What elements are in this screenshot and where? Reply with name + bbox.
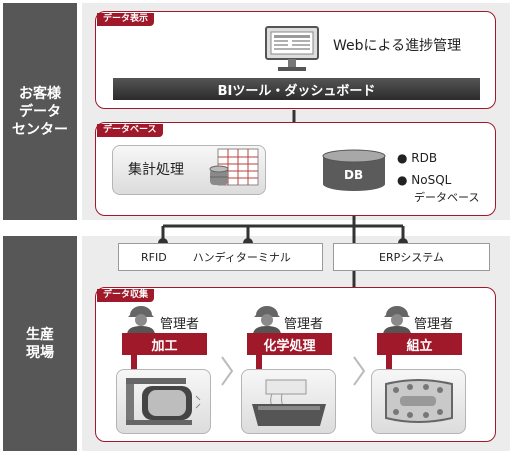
- assembly-part-icon: [385, 379, 453, 423]
- worker-role-label: 管理者: [160, 317, 200, 332]
- worker-icon: [253, 306, 281, 335]
- process-label-machining: 加工: [122, 333, 207, 355]
- flow-arrow-1: [221, 356, 234, 386]
- bi-dashboard-bar: BIツール・ダッシュボード: [113, 78, 480, 100]
- db-type-nosql: ● NoSQL: [397, 173, 452, 187]
- system-box-rfid-handy: RFID ハンディターミナル: [118, 243, 323, 271]
- db-cylinder-icon: [322, 149, 386, 191]
- worker-role-label: 管理者: [284, 317, 324, 332]
- section-label-production: 生産 現場: [3, 236, 77, 451]
- worker-role-label: 管理者: [414, 317, 454, 332]
- web-progress-label: Webによる進捗管理: [333, 38, 462, 54]
- tag-data-display: データ表示: [97, 13, 155, 26]
- worker-icon: [127, 306, 155, 335]
- aggregation-label: 集計処理: [128, 162, 184, 178]
- spreadsheet-icon: [209, 148, 259, 186]
- tag-data-collection: データ収集: [97, 289, 155, 302]
- worker-icon: [383, 306, 411, 335]
- process-label-chemical: 化学処理: [247, 333, 332, 355]
- db-types-caption: データベース: [414, 191, 480, 204]
- system-box-erp: ERPシステム: [333, 243, 490, 271]
- database-frame: [95, 122, 496, 216]
- monitor-icon: [265, 26, 319, 71]
- tag-database: データベース: [97, 124, 163, 137]
- section-label-datacenter: お客様 データ センター: [3, 3, 77, 220]
- chemical-tank-icon: [252, 379, 326, 426]
- process-label-assembly: 組立: [377, 333, 462, 355]
- db-type-rdb: ● RDB: [397, 151, 438, 165]
- press-machine-icon: [126, 378, 201, 425]
- flow-arrow-2: [353, 356, 366, 386]
- db-label: DB: [344, 168, 364, 182]
